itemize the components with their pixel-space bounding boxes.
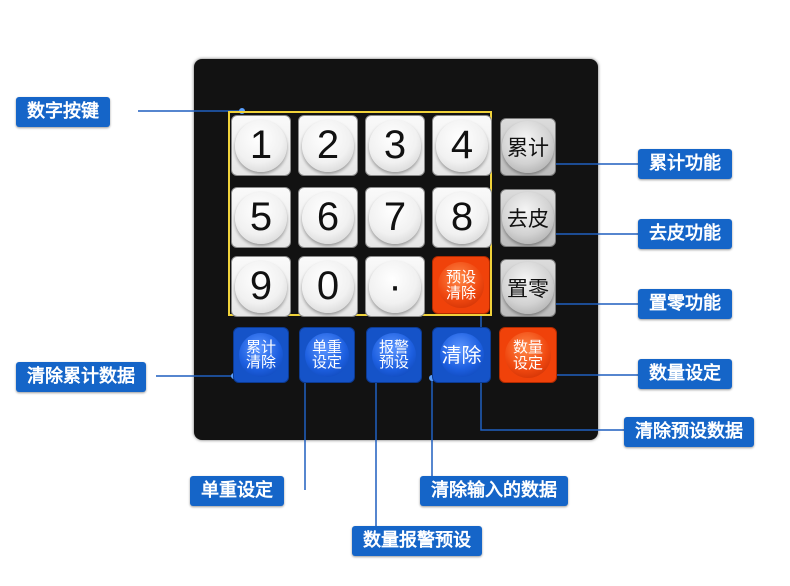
clear-accumulate-button[interactable]: 累计清除	[233, 327, 289, 383]
tare-button[interactable]: 去皮	[500, 189, 556, 247]
key-text-line: 单重	[311, 338, 342, 356]
key-text-line: 清除	[445, 284, 476, 302]
key-5[interactable]: 5	[231, 187, 291, 248]
key-text-line: 预设	[445, 268, 476, 286]
key-8[interactable]: 8	[432, 187, 492, 248]
key-decimal-point[interactable]: ·	[365, 256, 425, 317]
accumulate-button[interactable]: 累计	[500, 118, 556, 176]
key-text-line: 数量	[512, 338, 543, 356]
label-clear-preset-data: 清除预设数据	[624, 417, 754, 447]
label-zero-function: 置零功能	[638, 289, 732, 319]
key-text-line: 累计	[245, 338, 276, 356]
key-7[interactable]: 7	[365, 187, 425, 248]
label-tare-function: 去皮功能	[638, 219, 732, 249]
clear-button[interactable]: 清除	[432, 327, 491, 383]
label-clear-accumulate-data: 清除累计数据	[16, 362, 146, 392]
key-text-line: 设定	[512, 354, 543, 372]
key-0[interactable]: 0	[298, 256, 358, 317]
label-digit-keys: 数字按键	[16, 97, 110, 127]
label-accumulate-function: 累计功能	[638, 149, 732, 179]
key-3[interactable]: 3	[365, 115, 425, 176]
label-clear-input-data: 清除输入的数据	[420, 476, 568, 506]
key-text-line: 预设	[378, 353, 409, 371]
key-6[interactable]: 6	[298, 187, 358, 248]
alarm-preset-button[interactable]: 报警预设	[366, 327, 422, 383]
key-1[interactable]: 1	[231, 115, 291, 176]
label-quantity-alarm-preset: 数量报警预设	[352, 526, 482, 556]
key-text-line: 报警	[378, 338, 409, 356]
key-text-line: 设定	[311, 353, 342, 371]
key-2[interactable]: 2	[298, 115, 358, 176]
zero-button[interactable]: 置零	[500, 259, 556, 317]
key-text-line: 清除	[245, 353, 276, 371]
key-4[interactable]: 4	[432, 115, 492, 176]
quantity-set-button[interactable]: 数量设定	[499, 327, 557, 383]
label-unit-weight-set: 单重设定	[190, 476, 284, 506]
preset-clear-button[interactable]: 预设清除	[432, 256, 490, 314]
unit-weight-set-button[interactable]: 单重设定	[299, 327, 355, 383]
label-quantity-set: 数量设定	[638, 359, 732, 389]
key-9[interactable]: 9	[231, 256, 291, 317]
